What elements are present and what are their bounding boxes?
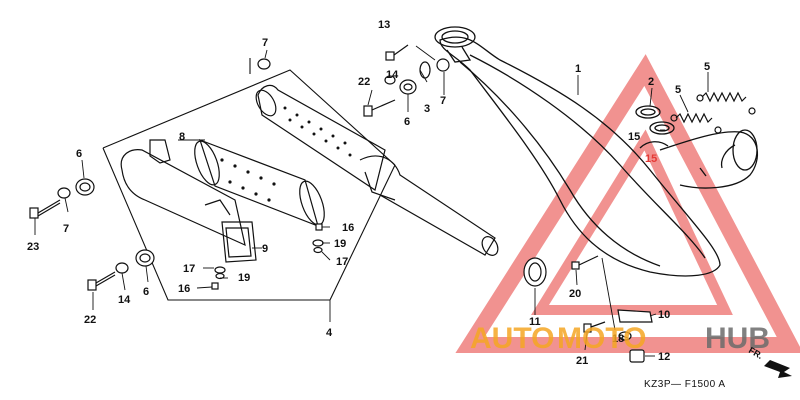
springs xyxy=(670,91,756,134)
callout-8: 8 xyxy=(179,131,185,143)
watermark-part-moto: MOTO xyxy=(557,322,646,355)
callout-3: 3 xyxy=(424,103,430,115)
callout-7: 7 xyxy=(63,223,69,235)
callout-19: 19 xyxy=(334,238,346,250)
callout-14: 14 xyxy=(118,294,131,306)
callout-15: 15 xyxy=(645,153,657,165)
callout-15: 15 xyxy=(628,131,640,143)
inner-tube xyxy=(194,138,325,227)
callout-7: 7 xyxy=(262,37,268,49)
diagram-code: KZ3P— F1500 A xyxy=(644,379,726,390)
watermark-part-auto: AUTO xyxy=(470,322,554,355)
gaskets xyxy=(635,105,675,135)
callout-17: 17 xyxy=(336,256,348,268)
callout-7: 7 xyxy=(440,95,446,107)
core-holes xyxy=(283,106,352,157)
callout-18: 18 xyxy=(612,333,624,345)
callout-20: 20 xyxy=(569,288,581,300)
callout-21: 21 xyxy=(576,355,588,367)
callout-16: 16 xyxy=(342,222,354,234)
watermark-text: AUTO MOTO HUB xyxy=(470,322,770,355)
callout-1: 1 xyxy=(575,63,581,75)
callout-5: 5 xyxy=(704,61,710,73)
callout-5: 5 xyxy=(675,84,681,96)
callout-22: 22 xyxy=(358,76,370,88)
hardware xyxy=(29,44,653,363)
end-cap xyxy=(221,221,257,263)
callout-14: 14 xyxy=(386,69,399,81)
callout-10: 10 xyxy=(658,309,670,321)
watermark-part-hub: HUB xyxy=(705,322,770,355)
callout-13: 13 xyxy=(378,19,390,31)
callout-9: 9 xyxy=(262,243,268,255)
watermark-triangle xyxy=(455,54,800,353)
silencer-core xyxy=(255,84,499,256)
perforations xyxy=(220,158,276,202)
callout-2: 2 xyxy=(648,76,654,88)
callout-6: 6 xyxy=(404,116,410,128)
callout-23: 23 xyxy=(27,241,39,253)
callout-17: 17 xyxy=(183,263,195,275)
front-arrow-icon xyxy=(764,360,792,378)
callout-labels: 1 2 5 5 15 15 13 14 22 6 3 7 7 8 6 7 23 … xyxy=(27,19,710,367)
expansion-chamber xyxy=(434,26,759,277)
callout-6: 6 xyxy=(76,148,82,160)
callout-16: 16 xyxy=(178,283,190,295)
leader-lines xyxy=(34,45,709,357)
callout-6: 6 xyxy=(143,286,149,298)
callout-22: 22 xyxy=(84,314,96,326)
callout-4: 4 xyxy=(326,327,333,339)
callout-19: 19 xyxy=(238,272,250,284)
muffler-assembly-frame xyxy=(102,58,396,301)
callout-12: 12 xyxy=(658,351,670,363)
callout-11: 11 xyxy=(529,316,541,328)
